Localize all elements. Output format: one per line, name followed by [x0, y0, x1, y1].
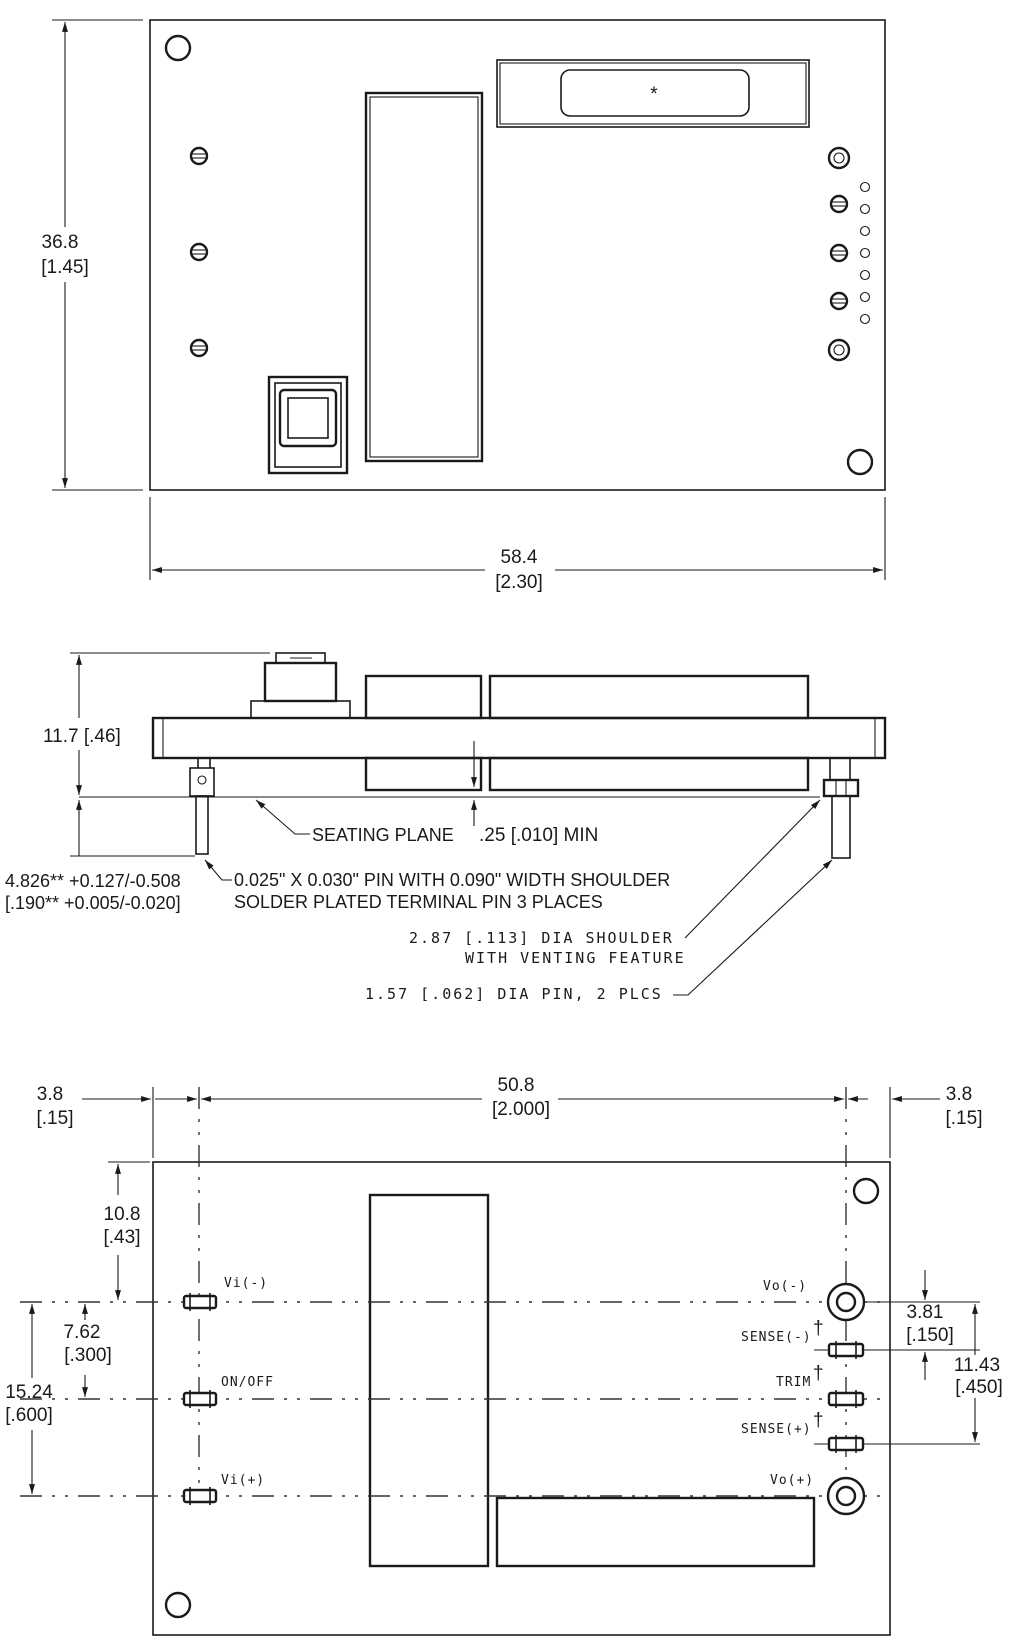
seating-plane-label: SEATING PLANE: [312, 825, 454, 845]
pin-vo-minus: [826, 1282, 866, 1322]
label-vi-minus: Vi(-): [224, 1276, 268, 1291]
side-height-label: 11.7 [.46]: [43, 726, 121, 747]
screw-icon: [829, 194, 849, 214]
terminal-hole: [827, 338, 851, 362]
pitch-right-in: [.150]: [906, 1325, 954, 1346]
top-offset-mm: 10.8: [104, 1204, 141, 1225]
pin-vo-plus: [826, 1476, 866, 1516]
right-vertical-dimensions: 3.81 [.150] 11.43 [.450]: [906, 1270, 1003, 1442]
side-board: [151, 716, 887, 760]
mounting-hole-top-left: [164, 34, 192, 62]
shoulder-note-line-2: WITH VENTING FEATURE: [465, 949, 686, 967]
pin-sense-minus: [827, 1341, 865, 1359]
left-margin-in: [.15]: [37, 1108, 74, 1129]
right-margin-in: [.15]: [946, 1108, 983, 1129]
horizontal-dimensions: 3.8 [.15] 50.8 [2.000] 3.8 [.15]: [37, 1075, 983, 1158]
pin-length-mm: 4.826** +0.127/-0.508: [5, 871, 181, 891]
bottom-tall-component: [368, 1193, 490, 1568]
bottom-view: Vi(-) ON/OFF Vi(+) Vo(-) SENSE(-) † TRIM…: [5, 1075, 1003, 1636]
pin-vi-minus: [182, 1293, 218, 1311]
clearance-label: .25 [.010] MIN: [479, 825, 598, 846]
terminal-hole: [827, 146, 851, 170]
span-right-in: [.450]: [955, 1377, 1003, 1398]
width-in: [2.30]: [495, 572, 543, 593]
mounting-hole-top-right: [852, 1177, 880, 1205]
mounting-hole-bottom-left: [164, 1591, 192, 1619]
dia-pin-note: 1.57 [.062] DIA PIN, 2 PLCS: [365, 985, 663, 1003]
screw-icon: [189, 146, 209, 166]
span-mm: 50.8: [498, 1075, 535, 1096]
left-vertical-dimensions: 10.8 [.43] 7.62 [.300] 15.24 [.600]: [5, 1161, 150, 1494]
side-switch-component: [250, 652, 351, 719]
screw-icon: [189, 338, 209, 358]
pin-sense-plus: [827, 1435, 865, 1453]
pitch-left-in: [.300]: [64, 1345, 112, 1366]
right-margin-mm: 3.8: [946, 1084, 972, 1105]
side-height-dimension: 11.7 [.46]: [43, 652, 270, 857]
label-component: [496, 59, 810, 128]
clearance-dimension: .25 [.010] MIN: [471, 741, 598, 846]
terminal-pin-right: [822, 757, 860, 859]
label-trim: TRIM: [776, 1375, 811, 1390]
side-view: 11.7 [.46] .25 [.010] MIN SEATING PLANE …: [5, 652, 887, 1003]
pin-note-line-2: SOLDER PLATED TERMINAL PIN 3 PLACES: [234, 892, 603, 912]
via-column: [859, 181, 871, 325]
width-dimension: 58.4 [2.30]: [149, 497, 886, 593]
side-tall-component: [364, 674, 483, 720]
pin-vi-plus: [182, 1487, 218, 1505]
top-view-board-outline: [149, 19, 886, 491]
span-right-mm: 11.43: [954, 1355, 1000, 1376]
bottom-label-component: [495, 1496, 816, 1568]
span-left-in: [.600]: [5, 1405, 53, 1426]
pin-length-in: [.190** +0.005/-0.020]: [5, 893, 181, 913]
star-mark: *: [650, 84, 658, 105]
tall-component: [364, 91, 484, 463]
label-vo-plus: Vo(+): [770, 1473, 814, 1488]
height-dimension: 36.8 [1.45]: [41, 19, 143, 491]
label-sense-plus: SENSE(+): [741, 1422, 812, 1437]
height-in: [1.45]: [41, 257, 89, 278]
square-component: [267, 375, 349, 475]
span-in: [2.000]: [492, 1099, 550, 1120]
label-window: [560, 69, 750, 117]
dagger-trim: †: [813, 1363, 824, 1384]
height-mm: 36.8: [42, 232, 79, 253]
terminal-pin-left: [189, 758, 215, 855]
label-on-off: ON/OFF: [221, 1375, 274, 1390]
left-margin-mm: 3.8: [37, 1084, 63, 1105]
dagger-sense-minus: †: [813, 1318, 824, 1339]
pin-on-off: [182, 1390, 218, 1408]
pin-trim: [827, 1390, 865, 1408]
shoulder-note-line-1: 2.87 [.113] DIA SHOULDER: [409, 929, 674, 947]
side-label-component: [488, 674, 810, 720]
screw-icon: [829, 291, 849, 311]
label-vi-plus: Vi(+): [221, 1473, 265, 1488]
pin-note-line-1: 0.025" X 0.030" PIN WITH 0.090" WIDTH SH…: [234, 870, 670, 890]
top-view: * 36.: [41, 19, 886, 593]
span-left-mm: 15.24: [5, 1382, 53, 1403]
pitch-left-mm: 7.62: [64, 1322, 101, 1343]
screw-icon: [189, 242, 209, 262]
top-offset-in: [.43]: [104, 1227, 141, 1248]
label-vo-minus: Vo(-): [763, 1279, 807, 1294]
dagger-sense-plus: †: [813, 1410, 824, 1431]
mounting-hole-bottom-right: [846, 448, 874, 476]
screw-icon: [829, 243, 849, 263]
width-mm: 58.4: [501, 547, 538, 568]
label-sense-minus: SENSE(-): [741, 1330, 812, 1345]
pitch-right-mm: 3.81: [907, 1302, 944, 1323]
